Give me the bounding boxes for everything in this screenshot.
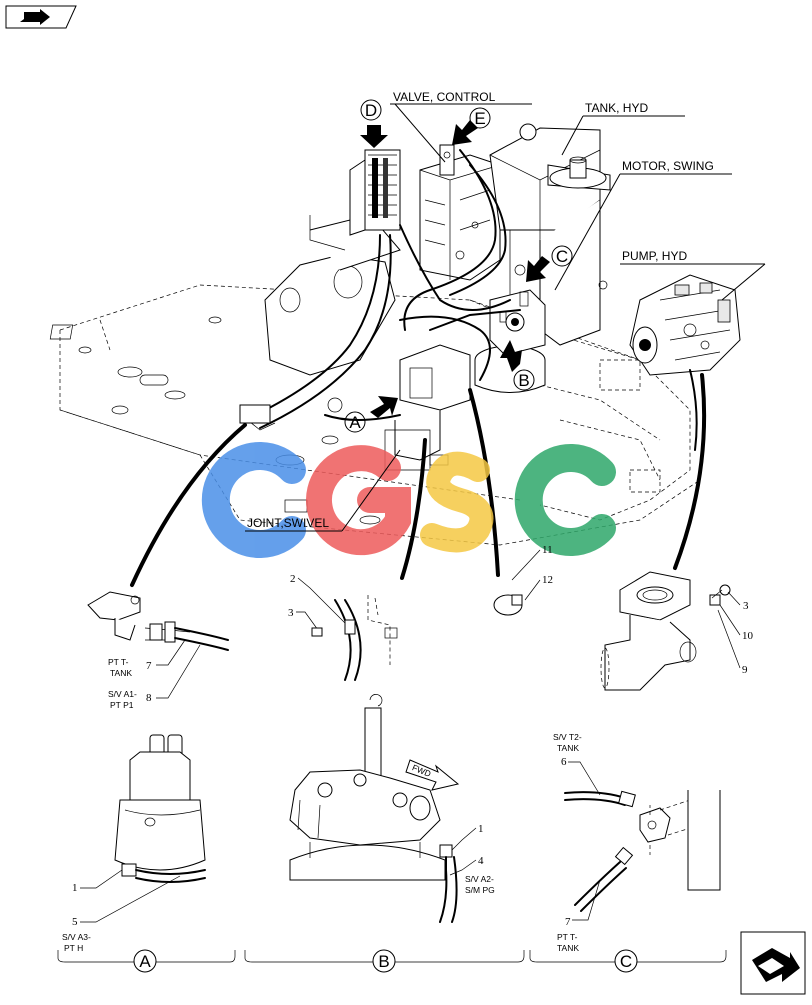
label-sva2-2: S/M PG (465, 885, 495, 895)
part-num-2: 2 (290, 573, 296, 585)
part-num-8: 8 (146, 692, 152, 704)
callout-b-label: B (518, 371, 529, 390)
label-tank-hyd: TANK, HYD (561, 101, 685, 156)
valve-control-text: VALVE, CONTROL (393, 90, 496, 104)
part-num-3b: 3 (743, 600, 749, 612)
part-num-9: 9 (742, 664, 748, 676)
part-num-5: 5 (72, 916, 78, 928)
part-num-10: 10 (742, 630, 754, 642)
next-page-arrow-icon[interactable] (740, 931, 806, 995)
part-num-1-a: 1 (72, 882, 78, 894)
callout-a[interactable]: A (344, 411, 366, 433)
joint-swivel-body (384, 344, 471, 471)
watermark-logo (201, 442, 616, 558)
label-pump-hyd: PUMP, HYD (620, 249, 766, 301)
detail-fittings-7-8: PT T- TANK 7 S/V A1- PT P1 8 (87, 591, 229, 710)
detail-a: 1 5 S/V A3- PT H A (57, 734, 236, 973)
label-sva1-1: S/V A1- (108, 689, 137, 699)
part-num-3a: 3 (288, 607, 294, 619)
label-ptt-tank-top-2: TANK (110, 668, 132, 678)
callout-a-label: A (349, 413, 361, 432)
part-num-6: 6 (561, 756, 567, 768)
tank-hyd-body (489, 123, 611, 346)
part-num-4: 4 (478, 855, 484, 867)
section-c-label: C (620, 952, 632, 971)
tank-hyd-text: TANK, HYD (585, 101, 648, 115)
part-num-7-c: 7 (565, 916, 571, 928)
part-num-12: 12 (542, 574, 553, 586)
label-valve-control: VALVE, CONTROL (390, 90, 532, 163)
callout-d-label: D (365, 101, 377, 120)
detail-c: S/V T2- TANK 6 7 PT T- TANK C (529, 732, 727, 973)
label-svt2-1: S/V T2- (553, 732, 582, 742)
motor-swing-text: MOTOR, SWING (622, 159, 714, 173)
part-num-7-top: 7 (146, 660, 152, 672)
detail-clamp-11-12: 11 12 (493, 544, 553, 616)
label-ptt-c-2: TANK (557, 943, 579, 953)
label-joint-swivel: JOINT,SWIVEL (245, 449, 401, 532)
callout-e[interactable]: E (469, 107, 491, 129)
detail-clamp-2-3: 2 3 (288, 573, 398, 681)
section-b-label: B (378, 952, 389, 971)
valve-control-body (349, 149, 401, 236)
callout-c-label: C (556, 247, 568, 266)
callout-d[interactable]: D (360, 99, 382, 121)
label-sva3-1: S/V A3- (62, 932, 91, 942)
callout-b[interactable]: B (513, 369, 535, 391)
leader-lines (130, 373, 707, 587)
hoses-main (239, 149, 698, 451)
label-sva3-2: PT H (64, 943, 83, 953)
label-ptt-tank-top-1: PT T- (108, 657, 129, 667)
callout-arrows (360, 120, 550, 418)
callout-e-label: E (474, 109, 485, 128)
label-motor-swing: MOTOR, SWING (554, 159, 732, 291)
pump-hyd-body (629, 274, 741, 376)
valve-block-e (419, 144, 501, 281)
label-svt2-2: TANK (557, 743, 579, 753)
detail-pump-flange: 3 10 9 (600, 571, 754, 691)
part-num-11: 11 (542, 544, 553, 556)
joint-swivel-text: JOINT,SWIVEL (247, 516, 329, 530)
label-sva2-1: S/V A2- (465, 874, 494, 884)
detail-b: FWD 1 4 S/V A2- S/M PG B (244, 694, 525, 973)
book-arrow-icon[interactable] (5, 5, 77, 29)
label-ptt-c-1: PT T- (557, 932, 578, 942)
callout-c[interactable]: C (551, 245, 573, 267)
pump-hyd-text: PUMP, HYD (622, 249, 687, 263)
section-a-label: A (139, 952, 151, 971)
label-sva1-2: PT P1 (110, 700, 134, 710)
part-num-1-b: 1 (478, 823, 484, 835)
